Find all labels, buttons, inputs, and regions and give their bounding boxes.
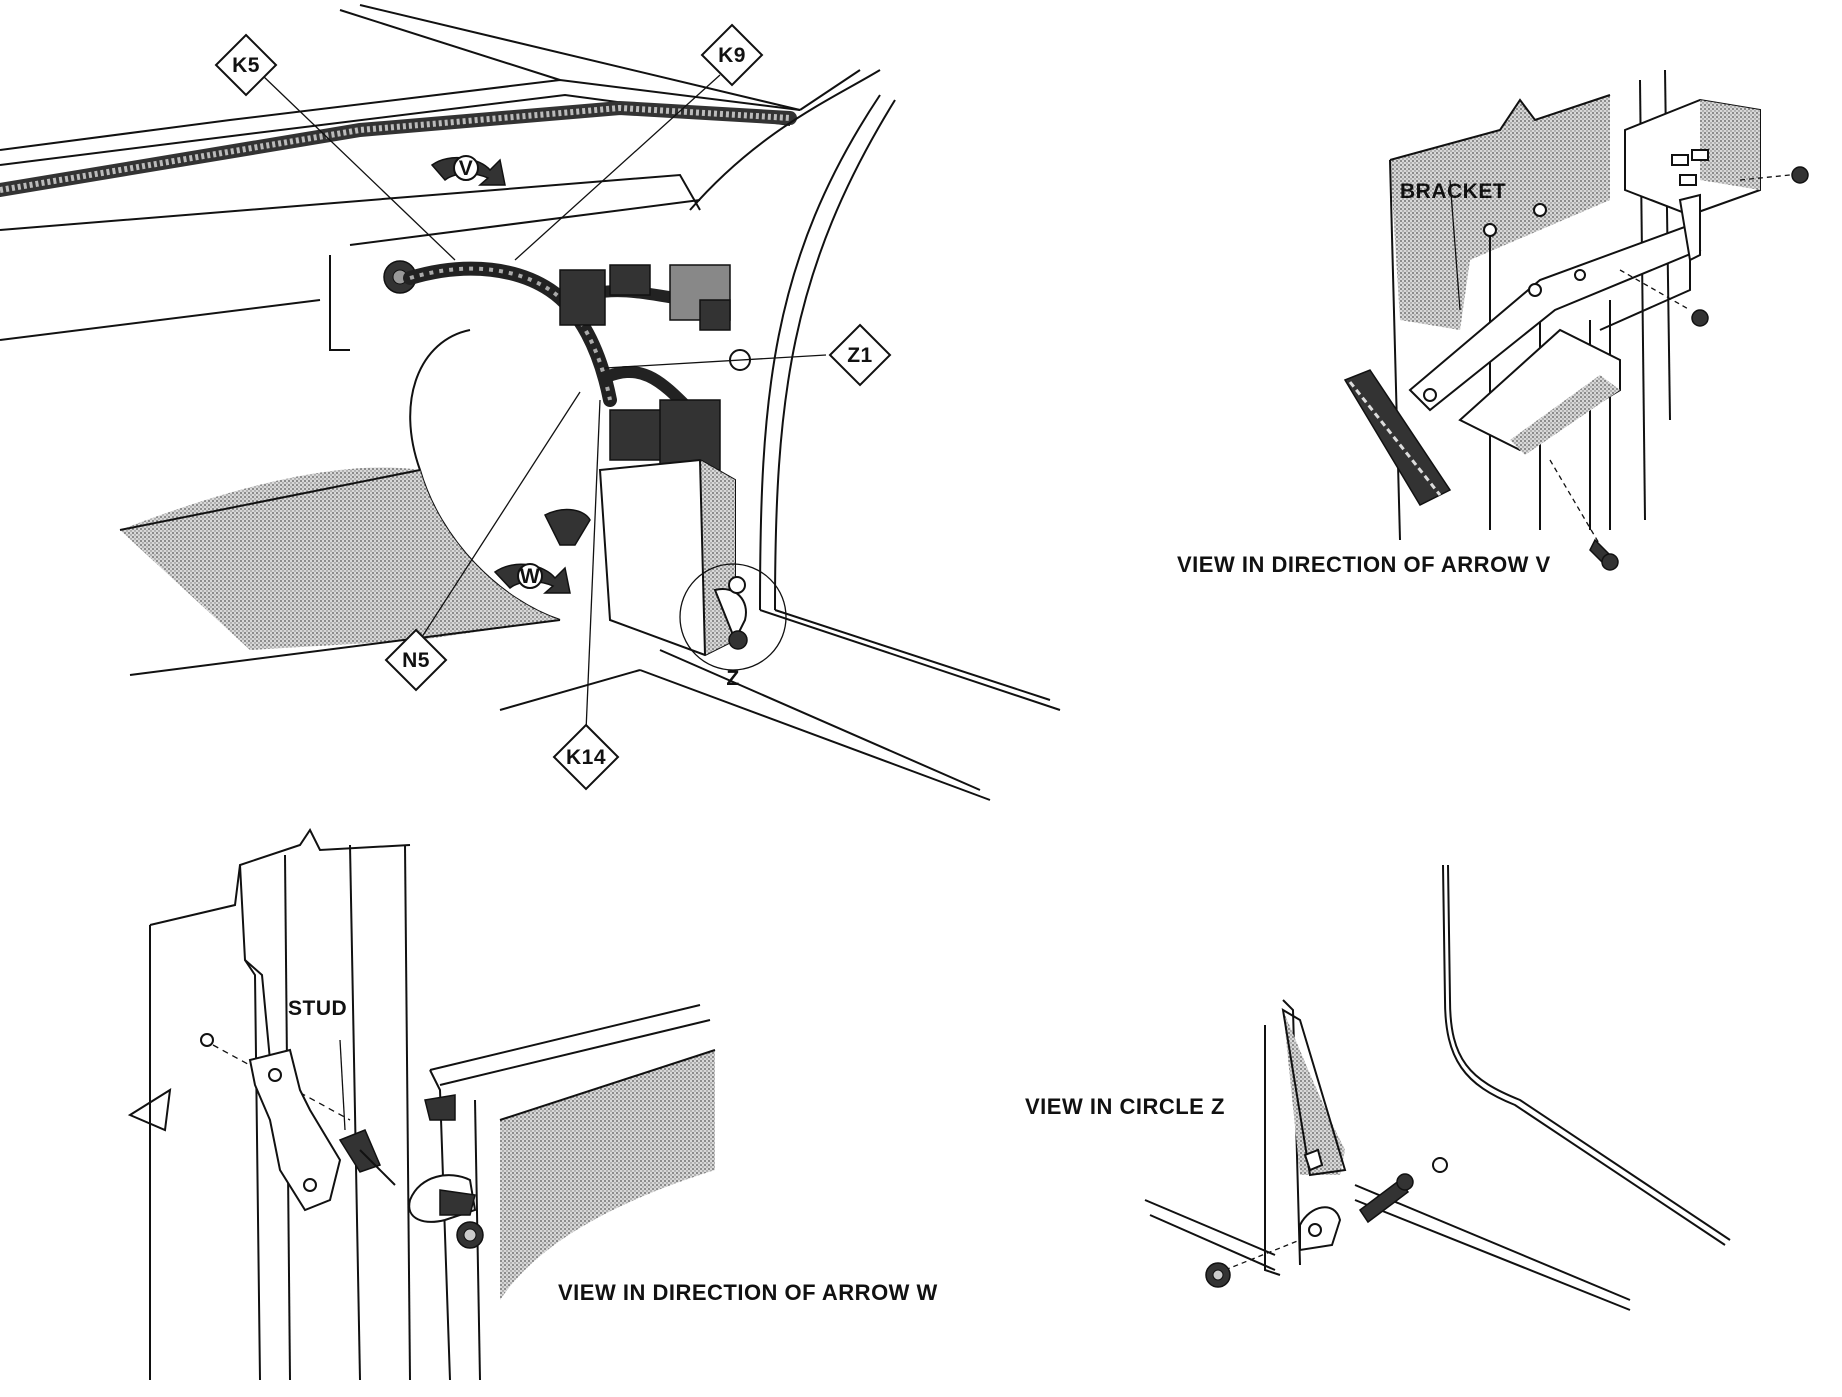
callout-n5: N5 — [384, 628, 448, 692]
view-circle-z: VIEW IN CIRCLE Z — [1025, 864, 1731, 1311]
caption-arrow-w: VIEW IN DIRECTION OF ARROW W — [558, 1280, 938, 1305]
svg-text:N5: N5 — [402, 649, 430, 672]
svg-text:K14: K14 — [566, 746, 606, 769]
arrow-v-icon: V — [430, 155, 506, 186]
arrow-w-icon: W — [493, 563, 571, 594]
callout-k9: K9 — [700, 23, 764, 87]
callout-k5: K5 — [214, 33, 278, 97]
stud-label: STUD — [288, 997, 347, 1020]
bracket-label: BRACKET — [1400, 180, 1506, 203]
svg-text:Z1: Z1 — [847, 344, 873, 367]
arrow-w-label: W — [520, 565, 540, 588]
caption-arrow-v: VIEW IN DIRECTION OF ARROW V — [1177, 552, 1551, 577]
callout-k14: K14 — [552, 723, 620, 791]
caption-circle-z: VIEW IN CIRCLE Z — [1025, 1094, 1225, 1119]
arrow-v-label: V — [459, 157, 474, 180]
view-w: STUD VIEW IN DIRECTION OF ARROW W — [127, 828, 938, 1381]
svg-text:K5: K5 — [232, 54, 260, 77]
callout-z1: Z1 — [828, 323, 892, 387]
circle-z-label: Z — [726, 667, 739, 690]
view-v: BRACKET VIEW IN DIRECTION OF ARROW V — [1177, 69, 1809, 577]
main-view: V W K5 K9 Z1 N5 — [0, 4, 1061, 801]
svg-text:K9: K9 — [718, 44, 746, 67]
